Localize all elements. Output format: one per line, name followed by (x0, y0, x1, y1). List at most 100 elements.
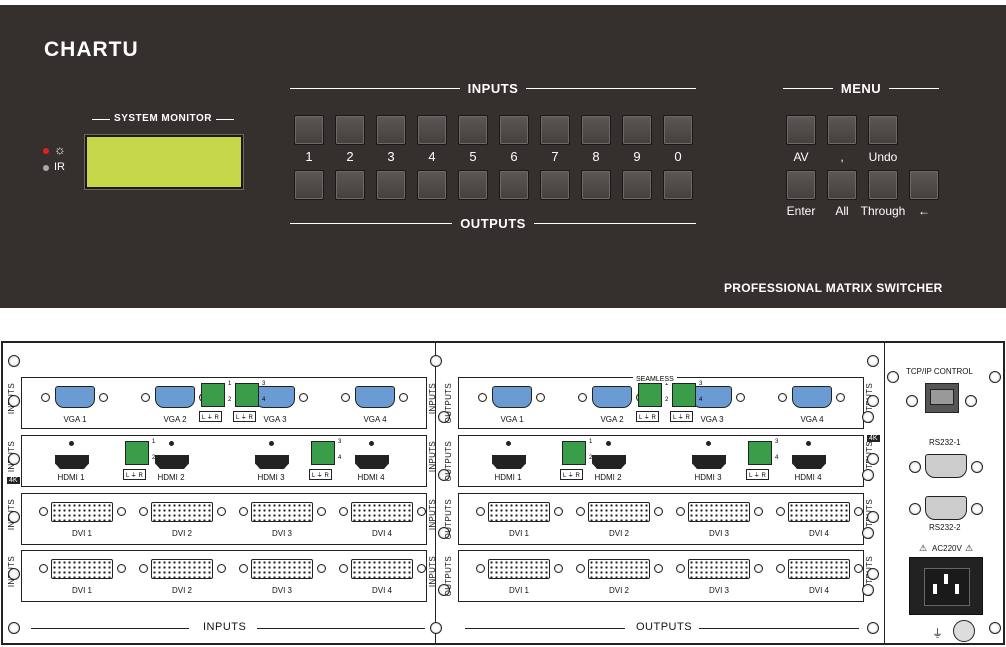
output-button-0[interactable] (294, 170, 324, 200)
status-led (169, 441, 174, 446)
hdmi-port-4[interactable] (792, 455, 826, 469)
output-button-2[interactable] (376, 170, 406, 200)
vga-port-4[interactable] (355, 386, 395, 408)
vga-port-2[interactable] (155, 386, 195, 408)
status-led (806, 441, 811, 446)
audio-lr-label: L ⏚ R (123, 469, 146, 480)
output-button-3[interactable] (417, 170, 447, 200)
output-button-6[interactable] (540, 170, 570, 200)
input-button-3[interactable] (417, 115, 447, 145)
port-label: VGA 3 (700, 415, 724, 424)
input-button-5[interactable] (499, 115, 529, 145)
warning-icon: ⚠ (919, 543, 928, 553)
input-button-0[interactable] (294, 115, 324, 145)
hdmi-port-3[interactable] (692, 455, 726, 469)
ethernet-port[interactable] (925, 383, 959, 413)
screw-icon (965, 395, 977, 407)
hdmi-port-2[interactable] (592, 455, 626, 469)
terminal-number: 4 (775, 455, 779, 461)
dvi-port-2[interactable] (151, 502, 213, 522)
output-button-7[interactable] (581, 170, 611, 200)
hdmi-port-3[interactable] (255, 455, 289, 469)
terminal-number: 2 (152, 455, 156, 461)
dvi-port-1[interactable] (488, 559, 550, 579)
screw-icon (239, 507, 248, 516)
hdmi-port-4[interactable] (355, 455, 389, 469)
status-led (706, 441, 711, 446)
menu-button-r2-3[interactable] (909, 170, 939, 200)
screw-icon (776, 564, 785, 573)
divider (699, 628, 859, 629)
port-label: DVI 1 (508, 586, 529, 595)
hdmi-port-1[interactable] (492, 455, 526, 469)
hdmi-port-1[interactable] (55, 455, 89, 469)
port-label: HDMI 4 (794, 473, 822, 482)
dvi-port-3[interactable] (251, 502, 313, 522)
input-button-9[interactable] (663, 115, 693, 145)
divider (290, 223, 452, 224)
menu-button-r2-2[interactable] (868, 170, 898, 200)
input-button-1[interactable] (335, 115, 365, 145)
keypad-number: 6 (510, 149, 518, 164)
dvi-port-1[interactable] (51, 559, 113, 579)
ground-screw[interactable] (953, 620, 975, 642)
vga-port-4[interactable] (792, 386, 832, 408)
vga-port-1[interactable] (55, 386, 95, 408)
audio-terminal[interactable] (748, 441, 772, 465)
dvi-port-2[interactable] (588, 502, 650, 522)
input-button-8[interactable] (622, 115, 652, 145)
screw-icon (867, 568, 879, 580)
rs232-2-port[interactable] (925, 496, 967, 520)
audio-terminal[interactable] (125, 441, 149, 465)
audio-terminal[interactable] (201, 383, 225, 407)
menu-button-r2-0[interactable] (786, 170, 816, 200)
screw-icon (476, 564, 485, 573)
dvi-port-2[interactable] (588, 559, 650, 579)
dvi-port-3[interactable] (251, 559, 313, 579)
keypad-number: 1 (305, 149, 313, 164)
audio-terminal[interactable] (638, 383, 662, 407)
screw-icon (862, 411, 874, 423)
terminal-number: 4 (699, 397, 703, 403)
audio-terminal[interactable] (562, 441, 586, 465)
output-button-1[interactable] (335, 170, 365, 200)
output-button-9[interactable] (663, 170, 693, 200)
input-button-7[interactable] (581, 115, 611, 145)
input-button-2[interactable] (376, 115, 406, 145)
menu-button-2[interactable] (868, 115, 898, 145)
menu-button-1[interactable] (827, 115, 857, 145)
audio-terminal[interactable] (235, 383, 259, 407)
hdmi-port-2[interactable] (155, 455, 189, 469)
outputs-label: OUTPUTS (460, 216, 526, 231)
screw-icon (438, 584, 450, 596)
menu-button-0[interactable] (786, 115, 816, 145)
vga-port-2[interactable] (592, 386, 632, 408)
dvi-port-3[interactable] (688, 559, 750, 579)
output-button-8[interactable] (622, 170, 652, 200)
input-button-6[interactable] (540, 115, 570, 145)
vga-port-3[interactable] (255, 386, 295, 408)
vga-port-3[interactable] (692, 386, 732, 408)
output-button-4[interactable] (458, 170, 488, 200)
power-socket[interactable] (909, 557, 983, 615)
screw-icon (317, 507, 326, 516)
audio-terminal[interactable] (311, 441, 335, 465)
rs232-1-port[interactable] (925, 454, 967, 478)
screw-icon (438, 411, 450, 423)
output-button-5[interactable] (499, 170, 529, 200)
menu-button-r2-1[interactable] (827, 170, 857, 200)
dvi-port-4[interactable] (788, 502, 850, 522)
screw-icon (438, 469, 450, 481)
dvi-port-4[interactable] (351, 502, 413, 522)
dvi-port-1[interactable] (488, 502, 550, 522)
screw-icon (909, 503, 921, 515)
dvi-port-4[interactable] (351, 559, 413, 579)
vga-port-1[interactable] (492, 386, 532, 408)
audio-terminal[interactable] (672, 383, 696, 407)
input-button-4[interactable] (458, 115, 488, 145)
dvi-port-3[interactable] (688, 502, 750, 522)
dvi-port-4[interactable] (788, 559, 850, 579)
dvi-port-2[interactable] (151, 559, 213, 579)
dvi-port-1[interactable] (51, 502, 113, 522)
menu-label: ← (918, 204, 930, 218)
